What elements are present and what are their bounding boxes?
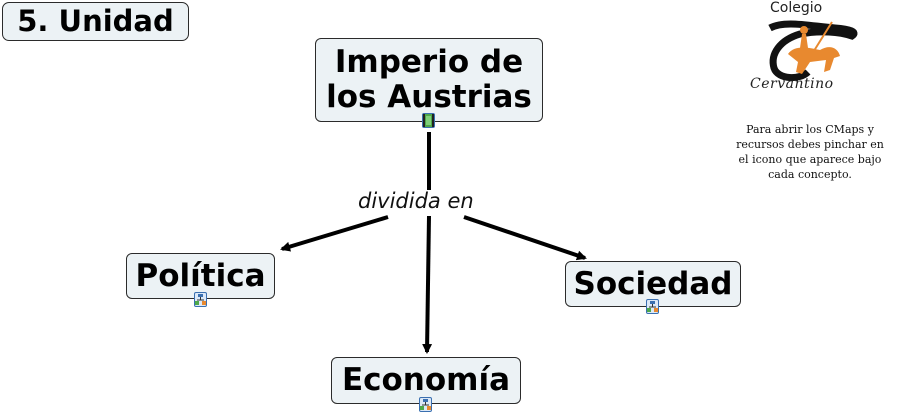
cmap-resource-icon[interactable] xyxy=(194,292,207,307)
concept-economia-text: Economía xyxy=(341,362,511,399)
concept-imperio-text: Imperio de los Austrias xyxy=(326,44,532,115)
concept-politica[interactable]: Política xyxy=(126,253,275,299)
unit-label-text: 5. Unidad xyxy=(17,4,174,39)
instructions-note: Para abrir los CMaps y recursos debes pi… xyxy=(736,123,884,181)
film-resource-icon[interactable] xyxy=(422,113,435,128)
unit-label: 5. Unidad xyxy=(2,2,189,41)
school-logo: Colegio Cervantino xyxy=(740,0,870,100)
logo-subtitle: Cervantino xyxy=(750,76,834,92)
concept-sociedad-text: Sociedad xyxy=(573,265,733,302)
cmap-resource-icon[interactable] xyxy=(646,299,659,314)
link-phrase: dividida en xyxy=(355,191,477,212)
concept-economia[interactable]: Economía xyxy=(331,357,521,404)
cmap-resource-icon[interactable] xyxy=(419,397,432,412)
concept-politica-text: Política xyxy=(135,257,266,294)
logo-title: Colegio xyxy=(770,0,823,16)
concept-imperio-austrias[interactable]: Imperio de los Austrias xyxy=(315,38,543,122)
horse-rider-icon xyxy=(768,20,858,81)
